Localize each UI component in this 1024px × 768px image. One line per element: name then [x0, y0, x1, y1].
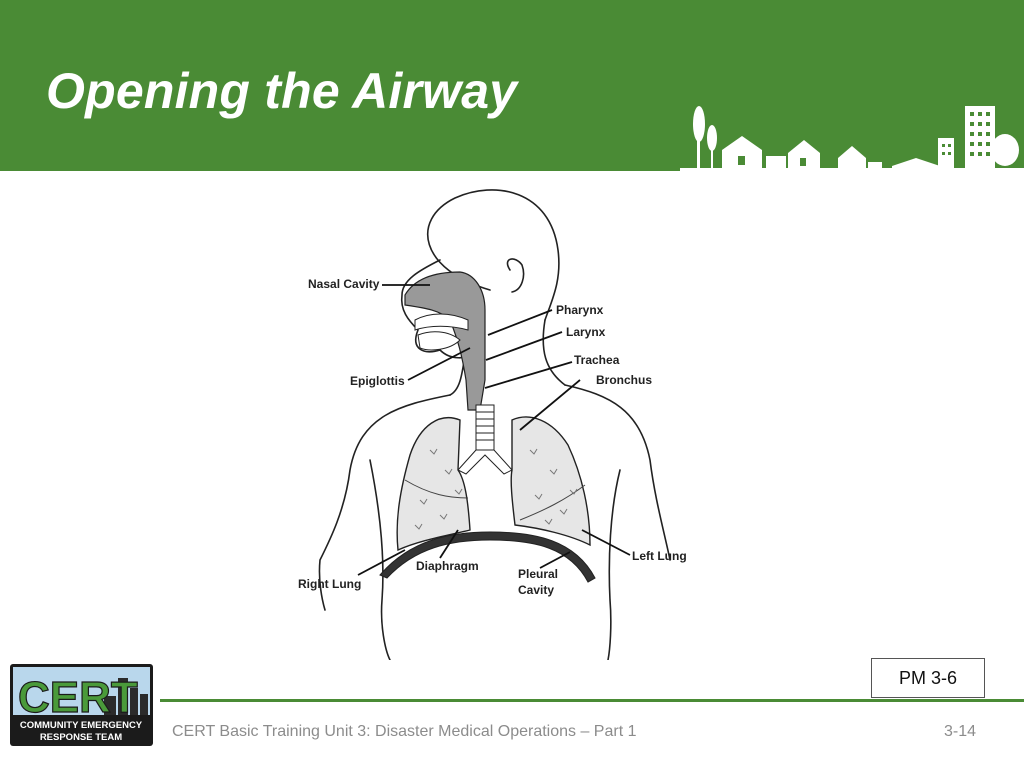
label-bronchus: Bronchus — [596, 373, 652, 387]
label-trachea: Trachea — [574, 353, 620, 367]
label-epiglottis: Epiglottis — [350, 374, 405, 388]
footer-divider — [160, 699, 1024, 702]
slide-title: Opening the Airway — [46, 63, 518, 119]
label-nasal-cavity: Nasal Cavity — [308, 277, 380, 291]
label-pleural-cavity-line2: Cavity — [518, 583, 554, 597]
cert-logo-line1: COMMUNITY EMERGENCY — [20, 720, 143, 731]
footer-course-title: CERT Basic Training Unit 3: Disaster Med… — [172, 723, 637, 740]
label-pharynx: Pharynx — [556, 303, 604, 317]
page-number: 3-14 — [944, 723, 977, 740]
cert-logo-line2: RESPONSE TEAM — [40, 732, 122, 743]
city-skyline-graphic — [680, 106, 1024, 173]
cert-logo: CERT COMMUNITY EMERGENCY RESPONSE TEAM — [10, 664, 153, 746]
cert-wordmark: CERT — [18, 673, 138, 722]
handout-reference-label: PM 3-6 — [898, 667, 958, 688]
label-pleural-cavity-line1: Pleural — [518, 567, 558, 581]
label-larynx: Larynx — [566, 325, 606, 339]
respiratory-system-diagram: Nasal Cavity Pharynx Larynx Trachea Bron… — [298, 189, 687, 660]
label-diaphragm: Diaphragm — [416, 559, 479, 573]
label-left-lung: Left Lung — [632, 549, 687, 563]
label-right-lung: Right Lung — [298, 577, 361, 591]
handout-reference-box: PM 3-6 — [871, 658, 985, 698]
slide-header: Opening the Airway — [0, 0, 1024, 173]
